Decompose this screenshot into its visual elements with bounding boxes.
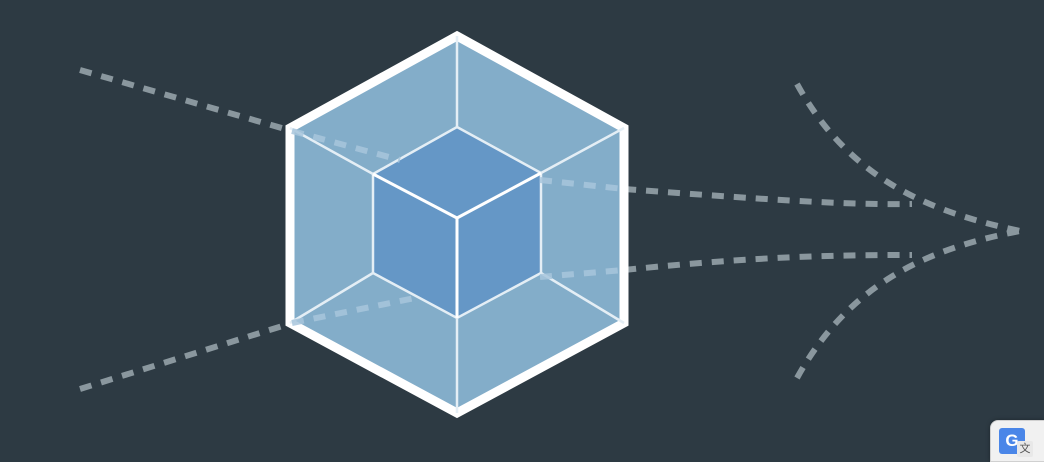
arrow-upper-curve	[794, 82, 1021, 234]
dotted-line-top-left	[79, 67, 293, 134]
webpack-hero-graphic	[79, 30, 1021, 419]
dotted-lines	[79, 67, 1021, 392]
inner-cube-front-edges	[372, 171, 542, 318]
outer-cube-edges	[289, 36, 625, 413]
webpack-cube-logo-icon	[285, 30, 629, 419]
translate-glyph-icon: 文	[1017, 441, 1033, 457]
google-translate-widget[interactable]: G 文	[990, 420, 1044, 462]
dotted-line-lower-right	[623, 252, 913, 273]
hero-banner	[79, 30, 1021, 419]
dotted-line-upper-right	[623, 186, 913, 208]
arrow-lower-curve	[794, 228, 1021, 380]
dotted-line-bottom-left	[79, 320, 293, 392]
dotted-lines-through-cube	[291, 128, 625, 326]
